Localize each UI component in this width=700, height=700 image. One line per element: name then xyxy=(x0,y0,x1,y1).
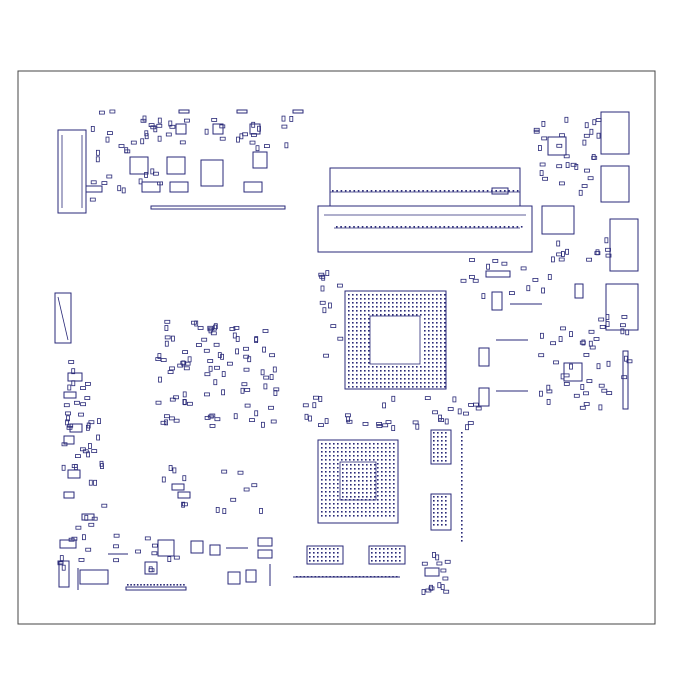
connector-top-left xyxy=(57,129,87,214)
cpu-bga xyxy=(344,290,447,390)
right-mid-chip xyxy=(478,270,584,407)
connector-left xyxy=(54,292,72,344)
right-connectors xyxy=(541,111,639,410)
memory-socket xyxy=(317,167,533,253)
small-smd-components xyxy=(57,109,633,595)
board-frame xyxy=(17,70,656,625)
left-side-components xyxy=(63,185,509,521)
memory-chips xyxy=(306,429,452,565)
top-chip-row xyxy=(129,109,304,210)
